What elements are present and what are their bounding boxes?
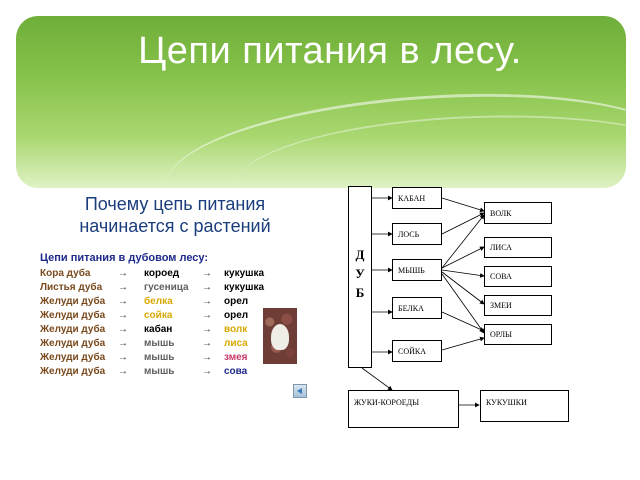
oak-letter: Б bbox=[355, 285, 365, 300]
chain-end: змея bbox=[224, 352, 248, 363]
arrow-icon: → bbox=[202, 310, 212, 321]
beetles-box: ЖУКИ-КОРОЕДЫ bbox=[348, 390, 459, 428]
chain-middle: сойка bbox=[144, 310, 173, 321]
arrow-icon: → bbox=[118, 352, 128, 363]
chain-end: кукушка bbox=[224, 268, 265, 279]
chain-middle: гусеница bbox=[144, 282, 189, 293]
arrow-icon: → bbox=[202, 352, 212, 363]
predator-box: ВОЛК bbox=[484, 202, 552, 224]
arrow-icon: → bbox=[202, 268, 212, 279]
back-arrow-icon[interactable] bbox=[293, 384, 307, 398]
arrow-icon: → bbox=[202, 296, 212, 307]
oak-box: Д У Б bbox=[348, 186, 372, 368]
arrow-icon: → bbox=[118, 324, 128, 335]
oak-letter: У bbox=[355, 266, 365, 281]
oak-leaf-icon bbox=[271, 324, 289, 350]
arrow-icon: → bbox=[202, 366, 212, 377]
question-text: Почему цепь питания начинается с растени… bbox=[79, 194, 271, 236]
slide-title: Цепи питания в лесу. bbox=[138, 30, 522, 72]
chain-middle: мышь bbox=[144, 352, 175, 363]
predator-box: ОРЛЫ bbox=[484, 324, 552, 345]
chain-start: Желуди дуба bbox=[40, 324, 106, 335]
chain-start: Листья дуба bbox=[40, 282, 103, 293]
chain-end: кукушка bbox=[224, 282, 265, 293]
arrow-icon: → bbox=[118, 310, 128, 321]
arrow-icon: → bbox=[118, 282, 128, 293]
chain-start: Желуди дуба bbox=[40, 338, 106, 349]
predator-box: ЛИСА bbox=[484, 237, 552, 258]
predator-box: СОВА bbox=[484, 266, 552, 287]
arrow-icon: → bbox=[118, 296, 128, 307]
chain-start: Кора дуба bbox=[40, 268, 91, 279]
arrow-icon: → bbox=[118, 366, 128, 377]
arrow-icon: → bbox=[202, 338, 212, 349]
herbivore-box: БЕЛКА bbox=[392, 297, 442, 319]
oak-letter: Д bbox=[355, 247, 365, 262]
chain-end: орел bbox=[224, 296, 249, 307]
chain-middle: кабан bbox=[144, 324, 173, 335]
chain-start: Желуди дуба bbox=[40, 296, 106, 307]
cuckoos-box: КУКУШКИ bbox=[480, 390, 569, 422]
chains-subheading: Цепи питания в дубовом лесу: bbox=[40, 252, 209, 264]
chain-middle: мышь bbox=[144, 366, 175, 377]
arrow-icon: → bbox=[118, 268, 128, 279]
chain-end: орел bbox=[224, 310, 249, 321]
chain-end: лиса bbox=[224, 338, 248, 349]
chain-start: Желуди дуба bbox=[40, 310, 106, 321]
chain-start: Желуди дуба bbox=[40, 366, 106, 377]
title-banner bbox=[16, 16, 626, 188]
chain-middle: мышь bbox=[144, 338, 175, 349]
herbivore-box: СОЙКА bbox=[392, 340, 442, 362]
arrow-icon: → bbox=[202, 324, 212, 335]
arrow-icon: → bbox=[202, 282, 212, 293]
chain-start: Желуди дуба bbox=[40, 352, 106, 363]
chain-end: сова bbox=[224, 366, 248, 377]
herbivore-box: КАБАН bbox=[392, 187, 442, 209]
chain-end: волк bbox=[224, 324, 248, 335]
chain-middle: короед bbox=[144, 268, 180, 279]
predator-box: ЗМЕИ bbox=[484, 295, 552, 316]
herbivore-box: МЫШЬ bbox=[392, 259, 442, 281]
arrow-icon: → bbox=[118, 338, 128, 349]
acorn-photo bbox=[263, 308, 297, 364]
chain-middle: белка bbox=[144, 296, 173, 307]
herbivore-box: ЛОСЬ bbox=[392, 223, 442, 245]
